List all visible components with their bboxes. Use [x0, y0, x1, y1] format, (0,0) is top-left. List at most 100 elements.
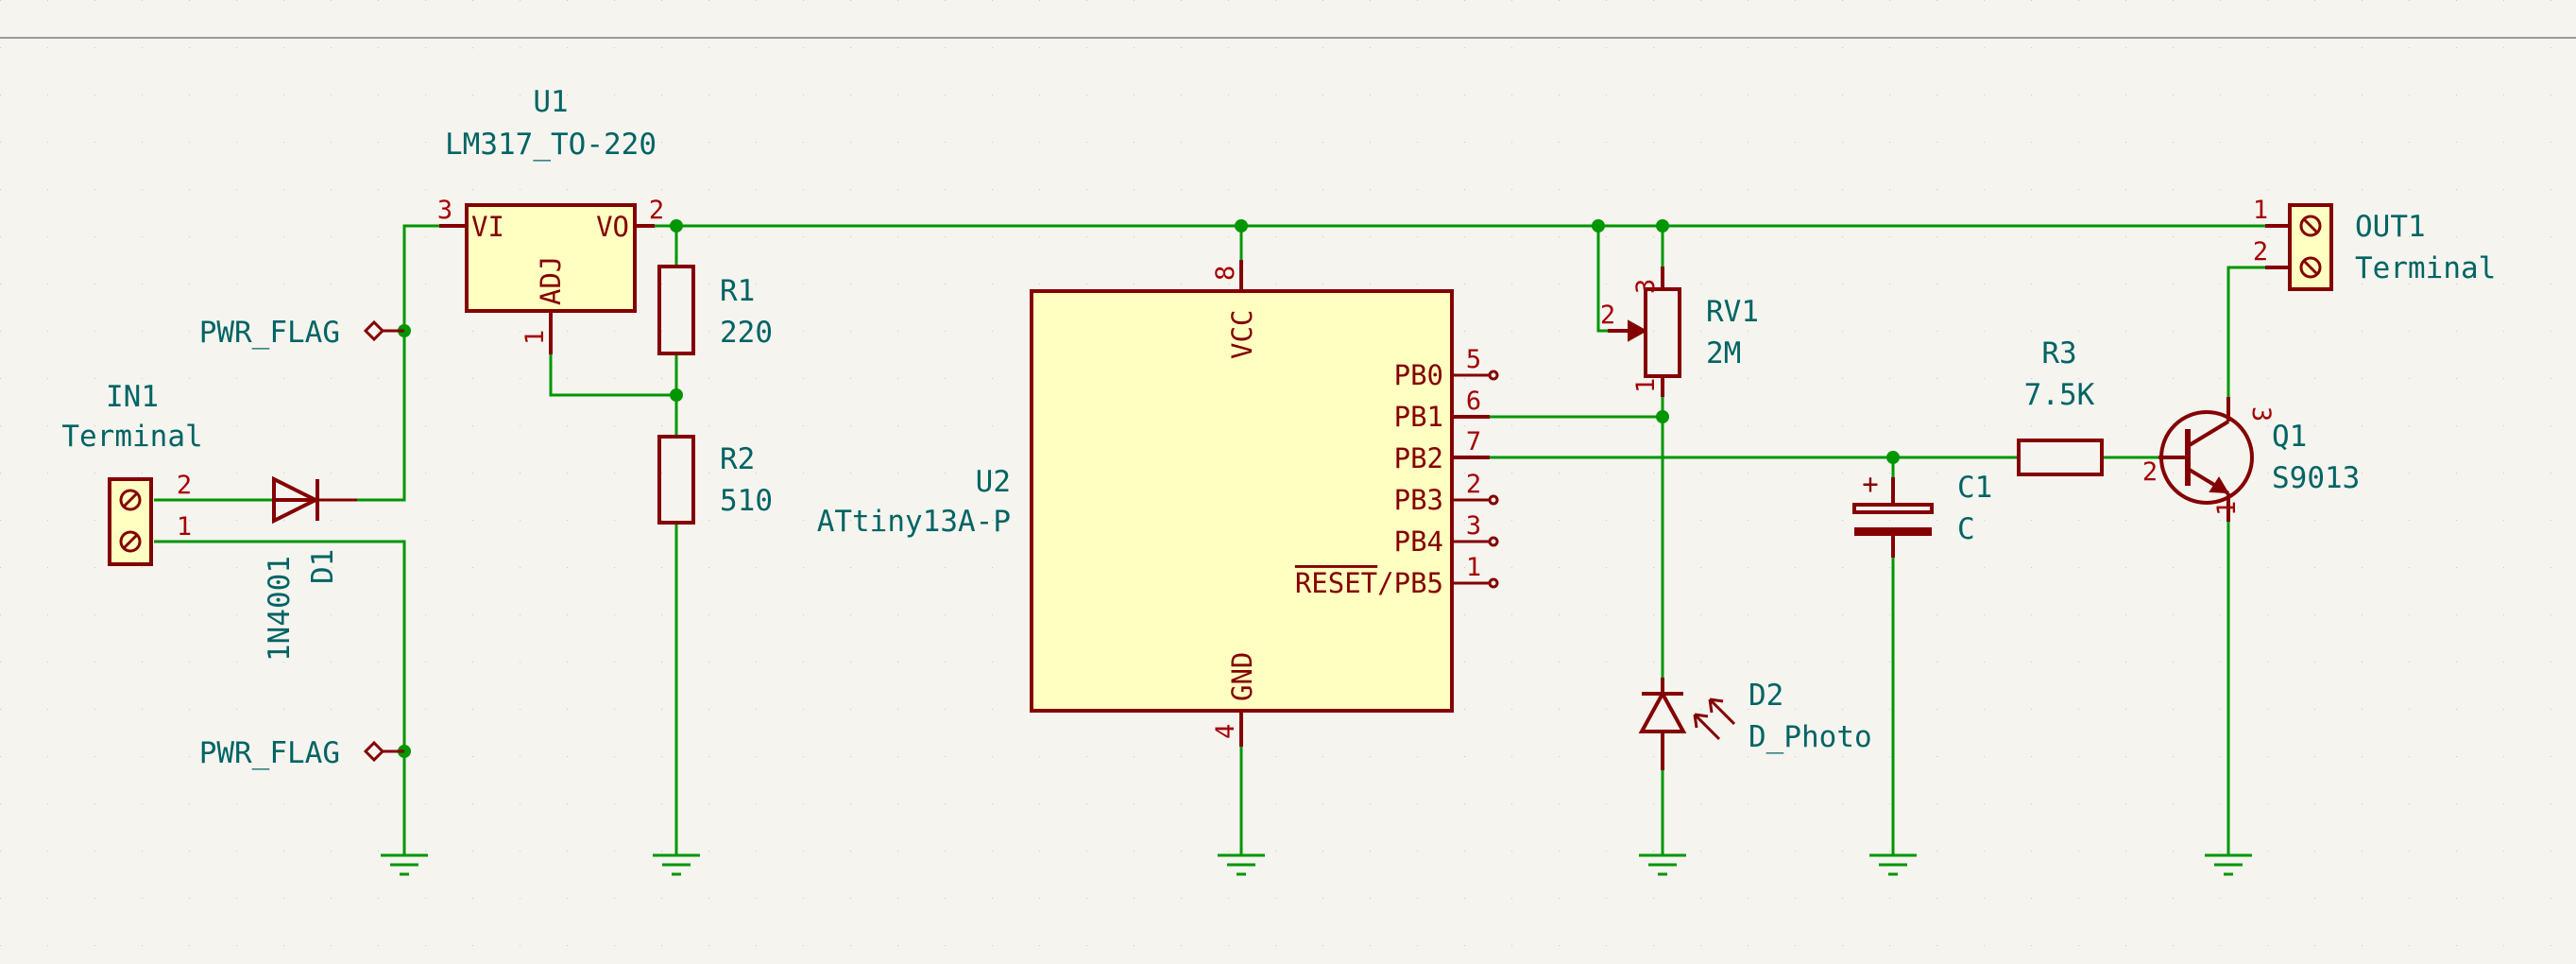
- out1-terminal[interactable]: OUT1 Terminal 1 2: [2253, 196, 2496, 291]
- screw-icon: [2299, 215, 2322, 237]
- d1-ref: D1: [306, 549, 340, 584]
- out1-value: Terminal: [2355, 251, 2496, 285]
- resistor-icon: [657, 435, 695, 525]
- pin-number: 1: [1466, 553, 1481, 582]
- in1-ref: IN1: [106, 380, 159, 414]
- c1-polarity: +: [1862, 468, 1878, 500]
- r2-resistor[interactable]: R2 510: [657, 435, 773, 525]
- u2-ref: U2: [976, 465, 1011, 499]
- screw-icon: [2299, 256, 2322, 279]
- pin-number: 7: [1466, 427, 1481, 456]
- ground-symbol: [653, 853, 700, 876]
- wire-rv1-wiper: [1596, 226, 1608, 333]
- screw-icon: [119, 530, 142, 553]
- r3-resistor[interactable]: R3 7.5K: [2017, 336, 2104, 476]
- rv1-potentiometer[interactable]: RV1 2M 3 2 1: [1600, 267, 1759, 397]
- u2-pin-pb5-suffix: /PB5: [1377, 567, 1443, 599]
- d1-value: 1N4001: [263, 556, 297, 662]
- r1-ref: R1: [720, 274, 755, 308]
- u2-pin-pb2: PB2: [1394, 442, 1443, 474]
- wire-q1-collector: [2226, 266, 2265, 397]
- resistor-icon: [2017, 439, 2104, 476]
- pin-number: 1: [2212, 501, 2242, 516]
- c1-ref: C1: [1957, 471, 1992, 505]
- wire-vi: [357, 224, 439, 502]
- pin-number: 6: [1466, 387, 1481, 416]
- r1-value: 220: [720, 316, 773, 350]
- emitter-arrow-icon: [2209, 476, 2229, 494]
- r3-ref: R3: [2041, 336, 2076, 370]
- u1-value: LM317_TO-220: [445, 128, 657, 162]
- u2-pin-pb4: PB4: [1394, 525, 1443, 558]
- pin-number: 1: [177, 512, 192, 542]
- u2-pin-pb5: RESET/PB5: [1295, 567, 1443, 599]
- r1-resistor[interactable]: R1 220: [657, 265, 773, 355]
- out1-ref: OUT1: [2355, 210, 2426, 244]
- d2-ref: D2: [1749, 679, 1783, 713]
- u1-regulator[interactable]: U1 LM317_TO-220 VI VO ADJ 3 2 1: [437, 85, 664, 354]
- junction-dot: [1886, 451, 1900, 464]
- d2-value: D_Photo: [1749, 720, 1872, 754]
- d2-photodiode[interactable]: D2 D_Photo: [1638, 678, 1872, 770]
- u1-pin-vo: VO: [596, 211, 629, 243]
- u1-ref: U1: [533, 85, 568, 119]
- u1-body: [465, 203, 637, 313]
- in1-value: Terminal: [61, 420, 202, 454]
- pwr-flag-top[interactable]: PWR_FLAG: [199, 316, 404, 350]
- wiper-arrow-icon: [1628, 319, 1648, 342]
- c1-value: C: [1957, 512, 1975, 546]
- light-arrow-icon: [1693, 697, 1736, 741]
- junction-dot: [1592, 219, 1605, 232]
- junction-dot: [670, 219, 683, 232]
- u2-pin-reset-overbar: RESET: [1295, 567, 1377, 599]
- pin-number: 1: [2253, 196, 2268, 225]
- q1-ref: Q1: [2272, 420, 2307, 454]
- pin-number: 3: [437, 196, 452, 225]
- u2-pin-pb1: PB1: [1394, 401, 1443, 433]
- pin-number: 3: [2246, 406, 2276, 422]
- junctions: [398, 219, 1900, 758]
- pin-number: 2: [649, 196, 664, 225]
- q1-transistor[interactable]: Q1 S9013 3 2 1: [2142, 397, 2360, 522]
- ground-symbols: [381, 853, 2252, 876]
- u2-pin-gnd: GND: [1226, 652, 1258, 701]
- pwr-flag-label: PWR_FLAG: [199, 736, 340, 770]
- in1-terminal[interactable]: IN1 Terminal 2 1: [61, 380, 203, 566]
- pin-number: 1: [1631, 378, 1661, 393]
- ground-symbol: [1218, 853, 1265, 876]
- pin-number: 2: [177, 471, 192, 500]
- ground-symbol: [1639, 853, 1686, 876]
- pin-number: 2: [1600, 301, 1615, 330]
- r2-value: 510: [720, 484, 773, 518]
- pin-number: 1: [520, 330, 550, 345]
- pin-number: 2: [1466, 470, 1481, 499]
- c1-capacitor[interactable]: + C1 C: [1852, 468, 1992, 558]
- terminal-block-icon: [2288, 203, 2333, 291]
- u2-pin-pb3: PB3: [1394, 484, 1443, 516]
- u2-pin-pb0: PB0: [1394, 359, 1443, 391]
- pin-number: 3: [1631, 279, 1661, 294]
- resistor-icon: [657, 265, 695, 355]
- r3-value: 7.5K: [2024, 378, 2095, 412]
- u2-value: ATtiny13A-P: [817, 505, 1011, 539]
- pwr-flag-bottom[interactable]: PWR_FLAG: [199, 736, 404, 770]
- pin-number: 2: [2142, 457, 2158, 487]
- junction-dot: [670, 388, 683, 402]
- u1-pin-vi: VI: [471, 211, 504, 243]
- q1-value: S9013: [2272, 461, 2360, 495]
- pin-number: 3: [1466, 511, 1481, 541]
- junction-dot: [1235, 219, 1248, 232]
- pwr-flag-label: PWR_FLAG: [199, 316, 340, 350]
- u2-microcontroller[interactable]: U2 ATtiny13A-P VCC GND PB0 PB1 PB2 PB3 P…: [817, 260, 1499, 747]
- d1-diode[interactable]: 1N4001 D1: [263, 475, 357, 662]
- pin-number: 8: [1211, 266, 1240, 281]
- u2-pin-vcc: VCC: [1226, 310, 1258, 359]
- pin-number: 5: [1466, 345, 1481, 374]
- pin-number: 2: [2253, 237, 2268, 267]
- junction-dot: [1656, 410, 1669, 423]
- ground-symbol: [1869, 853, 1917, 876]
- r2-ref: R2: [720, 442, 755, 476]
- terminal-block-icon: [108, 477, 153, 566]
- rv1-ref: RV1: [1706, 295, 1759, 329]
